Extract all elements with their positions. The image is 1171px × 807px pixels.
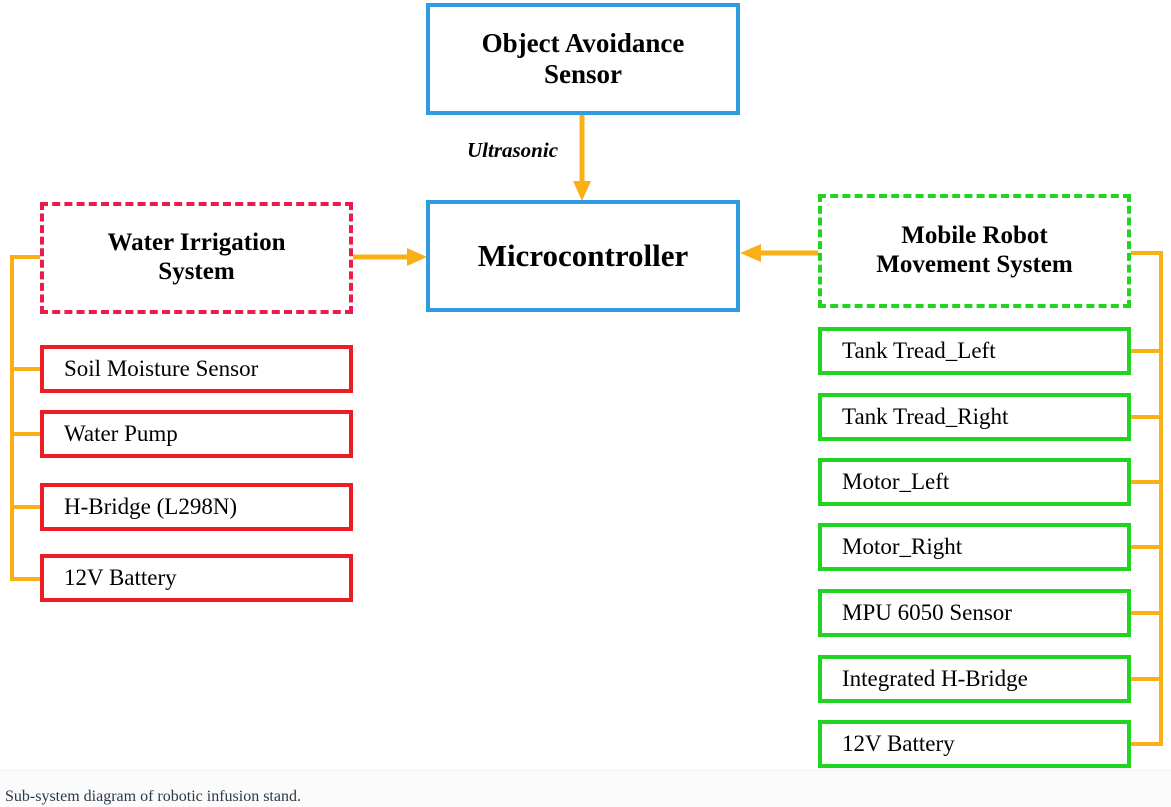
connector-right-branch-3 bbox=[1129, 480, 1163, 484]
arrow-left-group-to-controller bbox=[353, 248, 427, 266]
connector-left-trunk-lower bbox=[10, 505, 14, 581]
node-tank-tread-right: Tank Tread_Right bbox=[818, 393, 1131, 441]
node-water-irrigation-system: Water Irrigation System bbox=[40, 202, 353, 314]
node-mpu-6050-sensor-label: MPU 6050 Sensor bbox=[842, 599, 1012, 625]
connector-right-branch-2 bbox=[1129, 415, 1163, 419]
node-object-avoidance-sensor-label: Object Avoidance Sensor bbox=[481, 27, 685, 89]
node-microcontroller: Microcontroller bbox=[426, 200, 740, 312]
node-object-avoidance-sensor: Object Avoidance Sensor bbox=[426, 3, 740, 115]
node-h-bridge-l298n: H-Bridge (L298N) bbox=[40, 483, 353, 531]
node-left-12v-battery: 12V Battery bbox=[40, 554, 353, 602]
node-tank-tread-left-label: Tank Tread_Left bbox=[842, 337, 996, 363]
node-h-bridge-l298n-label: H-Bridge (L298N) bbox=[64, 493, 238, 519]
connector-right-trunk bbox=[1159, 251, 1163, 746]
arrow-sensor-to-controller bbox=[573, 115, 591, 201]
connector-left-branch-4 bbox=[10, 577, 42, 581]
connector-right-branch-1 bbox=[1129, 349, 1163, 353]
connector-right-branch-5 bbox=[1129, 611, 1163, 615]
node-water-pump-label: Water Pump bbox=[64, 420, 178, 446]
connector-right-branch-6 bbox=[1129, 677, 1163, 681]
arrow-right-group-to-controller bbox=[740, 244, 820, 262]
node-tank-tread-right-label: Tank Tread_Right bbox=[842, 403, 1009, 429]
edge-label-ultrasonic: Ultrasonic bbox=[465, 138, 561, 163]
connector-right-branch-4 bbox=[1129, 545, 1163, 549]
node-motor-right-label: Motor_Right bbox=[842, 533, 963, 559]
node-mpu-6050-sensor: MPU 6050 Sensor bbox=[818, 589, 1131, 637]
node-soil-moisture-sensor-label: Soil Moisture Sensor bbox=[64, 355, 259, 381]
node-microcontroller-label: Microcontroller bbox=[477, 238, 689, 274]
node-tank-tread-left: Tank Tread_Left bbox=[818, 327, 1131, 375]
figure-caption: Sub-system diagram of robotic infusion s… bbox=[5, 788, 301, 805]
node-motor-right: Motor_Right bbox=[818, 523, 1131, 571]
connector-left-trunk-upper bbox=[10, 255, 14, 505]
connector-left-branch-2 bbox=[10, 432, 42, 436]
node-integrated-h-bridge-label: Integrated H-Bridge bbox=[842, 665, 1028, 691]
node-water-pump: Water Pump bbox=[40, 410, 353, 458]
connector-right-branch-7 bbox=[1129, 742, 1163, 746]
node-mobile-robot-movement-system-label: Mobile Robot Movement System bbox=[876, 222, 1073, 278]
node-integrated-h-bridge: Integrated H-Bridge bbox=[818, 655, 1131, 703]
node-soil-moisture-sensor: Soil Moisture Sensor bbox=[40, 345, 353, 393]
node-mobile-robot-movement-system: Mobile Robot Movement System bbox=[818, 194, 1131, 308]
connector-right-group-stub bbox=[1129, 251, 1163, 255]
node-water-irrigation-system-label: Water Irrigation System bbox=[107, 229, 286, 285]
node-right-12v-battery-label: 12V Battery bbox=[842, 730, 955, 756]
connector-left-group-stub bbox=[10, 255, 42, 259]
node-right-12v-battery: 12V Battery bbox=[818, 720, 1131, 768]
node-motor-left: Motor_Left bbox=[818, 458, 1131, 506]
node-left-12v-battery-label: 12V Battery bbox=[64, 564, 177, 590]
node-motor-left-label: Motor_Left bbox=[842, 468, 950, 494]
caption-bar: Sub-system diagram of robotic infusion s… bbox=[0, 770, 1171, 807]
connector-left-branch-3 bbox=[10, 505, 42, 509]
connector-left-branch-1 bbox=[10, 367, 42, 371]
